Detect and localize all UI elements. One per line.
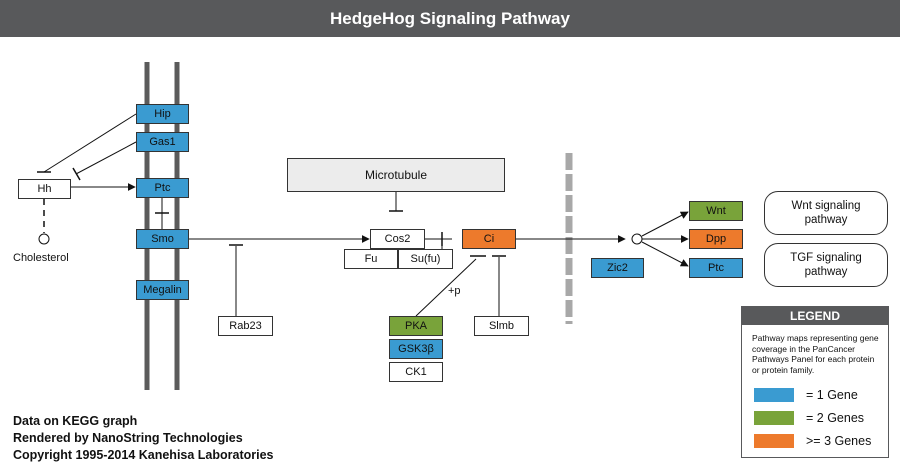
legend-row-3-genes: >= 3 Genes <box>754 434 871 448</box>
cholesterol-label: Cholesterol <box>13 252 69 264</box>
legend-swatch-blue <box>754 388 794 402</box>
wnt-pathway-link[interactable]: Wnt signaling pathway <box>764 191 888 235</box>
legend-label: >= 3 Genes <box>806 434 872 448</box>
pka-node: PKA <box>389 316 443 336</box>
microtubule-node: Microtubule <box>287 158 505 192</box>
ptc-target-node: Ptc <box>689 258 743 278</box>
legend-swatch-orange <box>754 434 794 448</box>
legend-label: = 1 Gene <box>806 388 858 402</box>
ck1-node: CK1 <box>389 362 443 382</box>
gas1-node: Gas1 <box>136 132 189 152</box>
footer-credits: Data on KEGG graph Rendered by NanoStrin… <box>13 413 274 464</box>
fu-node: Fu <box>344 249 398 269</box>
dpp-node: Dpp <box>689 229 743 249</box>
legend-title: LEGEND <box>742 307 888 325</box>
zic2-node: Zic2 <box>591 258 644 278</box>
gsk3b-node: GSK3β <box>389 339 443 359</box>
legend-row-2-genes: = 2 Genes <box>754 411 864 425</box>
cholesterol-node <box>38 233 50 245</box>
hh-node: Hh <box>18 179 71 199</box>
legend: LEGEND Pathway maps representing gene co… <box>741 306 889 458</box>
hip-node: Hip <box>136 104 189 124</box>
smo-node: Smo <box>136 229 189 249</box>
footer-line-3: Copyright 1995-2014 Kanehisa Laboratorie… <box>13 448 274 462</box>
footer-line-1: Data on KEGG graph <box>13 414 138 428</box>
legend-swatch-green <box>754 411 794 425</box>
cos2-node: Cos2 <box>370 229 425 249</box>
phosphorylation-label: +p <box>448 285 461 297</box>
megalin-node: Megalin <box>136 280 189 300</box>
footer-line-2: Rendered by NanoString Technologies <box>13 431 243 445</box>
legend-row-1-gene: = 1 Gene <box>754 388 858 402</box>
page-title: HedgeHog Signaling Pathway <box>0 0 900 37</box>
sufu-node: Su(fu) <box>398 249 453 269</box>
tgf-pathway-link[interactable]: TGF signaling pathway <box>764 243 888 287</box>
ptc-node: Ptc <box>136 178 189 198</box>
legend-description: Pathway maps representing gene coverage … <box>752 333 879 375</box>
legend-label: = 2 Genes <box>806 411 865 425</box>
rab23-node: Rab23 <box>218 316 273 336</box>
slmb-node: Slmb <box>474 316 529 336</box>
branch-node <box>631 233 643 245</box>
wnt-node: Wnt <box>689 201 743 221</box>
ci-node: Ci <box>462 229 516 249</box>
